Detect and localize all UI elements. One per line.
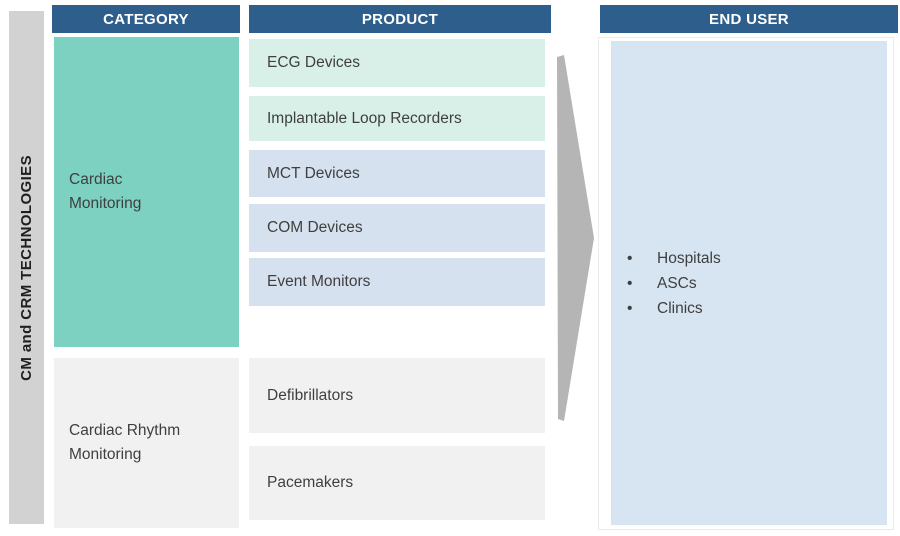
list-item: Hospitals (627, 246, 887, 271)
product-row-pacemakers: Pacemakers (249, 446, 545, 520)
end-user-column-header: END USER (600, 5, 898, 33)
product-row-label: Defibrillators (267, 386, 354, 404)
product-row-defibrillators: Defibrillators (249, 358, 545, 433)
list-item: Clinics (627, 296, 887, 321)
end-user-label: Hospitals (657, 249, 721, 267)
product-row-label: Implantable Loop Recorders (267, 109, 462, 127)
product-row-event-monitors: Event Monitors (249, 258, 545, 306)
flow-arrow-icon (557, 55, 594, 421)
category-label: Cardiac Monitoring (69, 171, 142, 212)
product-row-label: MCT Devices (267, 164, 360, 182)
category-box-cardiac-rhythm-monitoring: Cardiac Rhythm Monitoring (54, 358, 239, 528)
product-row-com-devices: COM Devices (249, 204, 545, 252)
product-column-header: PRODUCT (249, 5, 551, 33)
end-user-label: ASCs (657, 274, 697, 292)
technology-sidebar: CM and CRM TECHNOLOGIES (9, 11, 44, 524)
list-item: ASCs (627, 271, 887, 296)
product-row-label: Pacemakers (267, 474, 354, 491)
product-row-label: Event Monitors (267, 273, 371, 290)
sidebar-title: CM and CRM TECHNOLOGIES (18, 154, 35, 381)
end-user-list: Hospitals ASCs Clinics (611, 246, 887, 321)
category-label: Cardiac Rhythm Monitoring (69, 422, 181, 463)
product-row-mct-devices: MCT Devices (249, 150, 545, 197)
product-row-label: COM Devices (267, 219, 363, 236)
product-row-label: ECG Devices (267, 54, 361, 71)
category-box-cardiac-monitoring: Cardiac Monitoring (54, 37, 239, 347)
product-row-ecg-devices: ECG Devices (249, 39, 545, 87)
product-row-implantable-loop-recorders: Implantable Loop Recorders (249, 96, 545, 141)
category-column-header: CATEGORY (52, 5, 240, 33)
end-user-label: Clinics (657, 299, 703, 317)
end-user-panel-body: Hospitals ASCs Clinics (611, 41, 887, 525)
